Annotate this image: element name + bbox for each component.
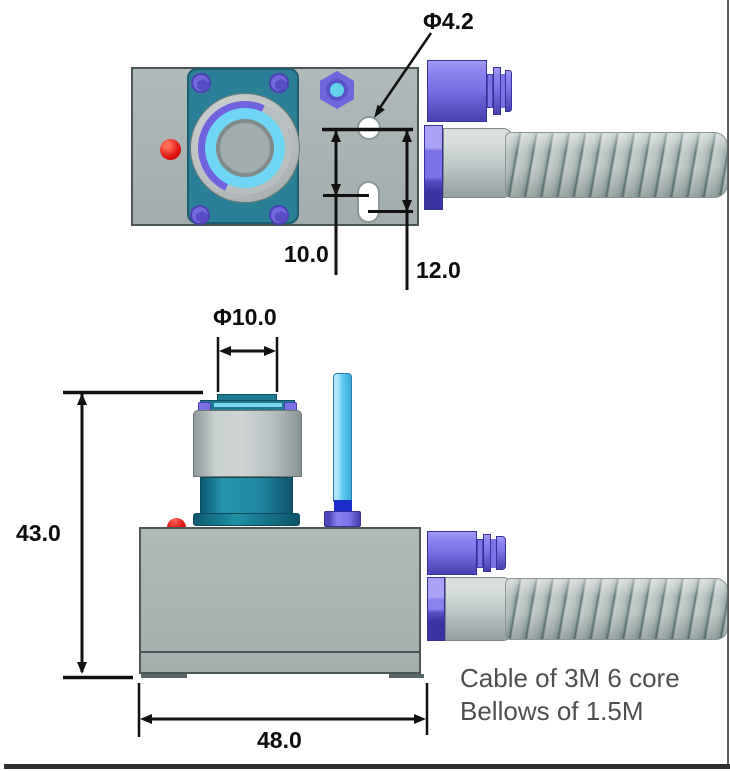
tube-hex-nut-side — [324, 511, 361, 527]
lens-barrel-flange — [193, 513, 300, 526]
cable-sleeve-side — [445, 577, 513, 641]
mounting-hole-round — [357, 116, 381, 140]
cable-sleeve-top — [443, 128, 513, 198]
dim-label-offset-top: 10.0 — [284, 241, 329, 267]
connector-neck — [501, 74, 505, 108]
lens-cap-cyan-seam — [214, 403, 282, 407]
tube-blue-band — [334, 500, 352, 512]
mounting-hole-slot — [357, 181, 380, 223]
housing-foot — [141, 674, 187, 678]
cable-gland-top — [424, 125, 443, 210]
connector-neck — [487, 74, 493, 108]
connector-cap — [505, 70, 512, 112]
connector-neck — [491, 539, 496, 568]
dim-lens-diameter — [216, 337, 279, 392]
connector-ring — [493, 67, 501, 115]
connector-block-side — [427, 531, 477, 575]
cable-note-line2: Bellows of 1.5M — [460, 696, 644, 726]
side-view-housing-body — [139, 527, 421, 674]
dim-label-body-width: 48.0 — [257, 727, 302, 753]
cable-note: Cable of 3M 6 core Bellows of 1.5M — [460, 662, 680, 728]
connector-cap — [496, 536, 506, 570]
red-indicator-icon — [167, 518, 186, 528]
dim-label-lens-diameter: Φ10.0 — [213, 304, 277, 330]
connector-ring — [483, 534, 491, 572]
torx-screw-icon — [190, 205, 210, 225]
bellows-conduit-side — [505, 578, 728, 640]
connector-block-top — [427, 60, 487, 122]
housing-base-parting-line — [139, 651, 421, 653]
bellows-conduit-top — [505, 132, 728, 198]
dim-label-hole-diameter: Φ4.2 — [423, 8, 474, 34]
torx-screw-icon — [191, 73, 211, 93]
cable-gland-side — [427, 577, 445, 641]
cable-note-line1: Cable of 3M 6 core — [460, 663, 680, 693]
frame-bottom-border — [4, 764, 730, 769]
cyan-pilot-tube — [333, 373, 352, 502]
housing-foot — [389, 674, 424, 678]
lens-barrel-cylinder — [193, 410, 302, 477]
lens-barrel-teal-section — [200, 477, 293, 514]
torx-screw-icon — [269, 73, 289, 93]
torx-screw-icon — [269, 205, 289, 225]
lens-aperture — [216, 119, 274, 177]
frame-right-border — [727, 0, 729, 766]
hex-nut-core — [330, 83, 344, 97]
dim-label-offset-bottom: 12.0 — [416, 257, 461, 283]
dim-label-body-height: 43.0 — [16, 520, 61, 546]
connector-neck — [477, 539, 483, 568]
red-indicator-icon — [160, 139, 181, 160]
